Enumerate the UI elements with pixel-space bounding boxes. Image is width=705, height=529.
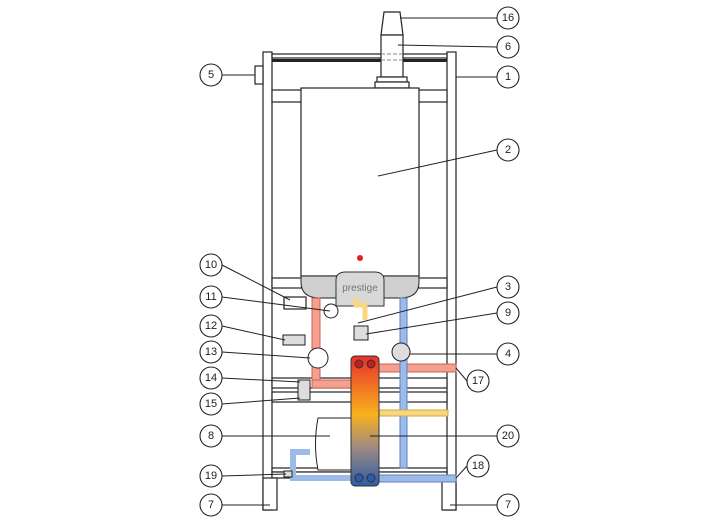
callout-18: 18 bbox=[466, 454, 490, 478]
svg-text:12: 12 bbox=[205, 320, 217, 332]
callout-14: 14 bbox=[199, 366, 223, 390]
callout-3: 3 bbox=[496, 275, 520, 299]
callout-9: 9 bbox=[496, 301, 520, 325]
callout-7-right: 7 bbox=[496, 493, 520, 517]
svg-text:15: 15 bbox=[205, 398, 217, 410]
callout-6: 6 bbox=[496, 35, 520, 59]
callout-17: 17 bbox=[466, 369, 490, 393]
svg-text:4: 4 bbox=[505, 348, 511, 360]
callout-11: 11 bbox=[199, 285, 223, 309]
components bbox=[282, 296, 411, 487]
svg-text:9: 9 bbox=[505, 307, 511, 319]
svg-text:11: 11 bbox=[205, 291, 216, 303]
callouts: 5 10 11 12 13 14 15 8 19 7 16 6 1 2 3 9 … bbox=[199, 6, 520, 517]
svg-text:10: 10 bbox=[205, 259, 217, 271]
svg-text:18: 18 bbox=[472, 460, 484, 472]
svg-text:14: 14 bbox=[205, 372, 217, 384]
callout-5: 5 bbox=[199, 63, 223, 87]
callout-19: 19 bbox=[199, 464, 223, 488]
callout-10: 10 bbox=[199, 253, 223, 277]
svg-text:8: 8 bbox=[208, 430, 214, 442]
svg-text:19: 19 bbox=[205, 470, 217, 482]
callout-4: 4 bbox=[496, 342, 520, 366]
svg-text:2: 2 bbox=[505, 144, 511, 156]
svg-text:20: 20 bbox=[502, 430, 514, 442]
svg-text:5: 5 bbox=[208, 69, 214, 81]
flue bbox=[374, 11, 410, 89]
callout-12: 12 bbox=[199, 314, 223, 338]
pipes bbox=[290, 297, 457, 483]
callout-8: 8 bbox=[199, 424, 223, 448]
callout-7-left: 7 bbox=[199, 493, 223, 517]
svg-text:17: 17 bbox=[472, 375, 484, 387]
callout-16: 16 bbox=[496, 6, 520, 30]
callout-13: 13 bbox=[199, 340, 223, 364]
svg-text:3: 3 bbox=[505, 281, 511, 293]
svg-text:7: 7 bbox=[208, 499, 214, 511]
svg-text:13: 13 bbox=[205, 346, 217, 358]
callout-15: 15 bbox=[199, 392, 223, 416]
svg-text:16: 16 bbox=[502, 12, 514, 24]
svg-text:7: 7 bbox=[505, 499, 511, 511]
callout-1: 1 bbox=[496, 65, 520, 89]
callout-20: 20 bbox=[496, 424, 520, 448]
svg-text:6: 6 bbox=[505, 41, 511, 53]
svg-text:1: 1 bbox=[505, 71, 511, 83]
callout-2: 2 bbox=[496, 138, 520, 162]
brand-label: prestige bbox=[342, 283, 378, 294]
boiler: prestige bbox=[300, 87, 420, 307]
leader-lines bbox=[221, 17, 498, 506]
